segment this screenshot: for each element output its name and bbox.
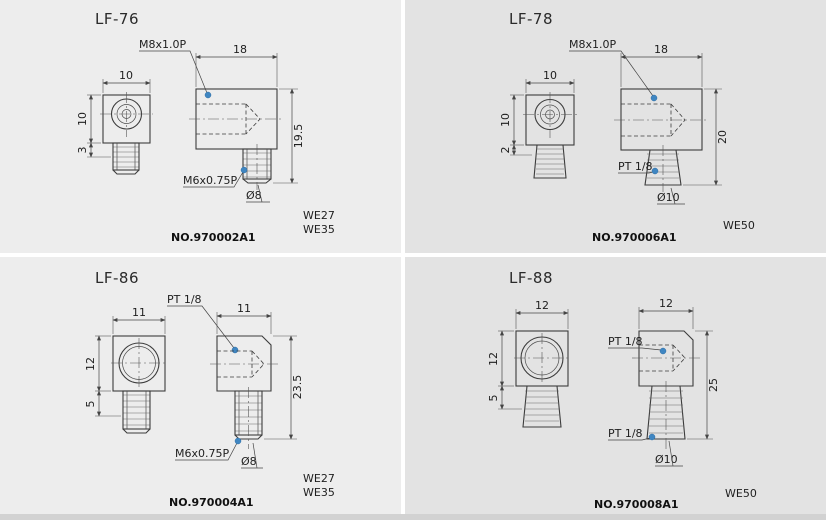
bottom-bar bbox=[0, 514, 826, 520]
wrench-size-label: WE27 bbox=[303, 472, 335, 485]
panel-lf-78: LF-78 M8x1.0P bbox=[405, 0, 826, 253]
model-title: LF-86 bbox=[95, 269, 139, 287]
drawing-lf-76: LF-76 M8x1.0P bbox=[76, 10, 335, 244]
leader-dot bbox=[234, 437, 242, 445]
dim-neck-height: 3 bbox=[76, 147, 89, 154]
leader-dot bbox=[204, 91, 212, 99]
thread-callout-bottom: PT 1/8 bbox=[608, 427, 656, 441]
thread-label-top: M8x1.0P bbox=[569, 38, 616, 51]
dim-width-side: 18 bbox=[233, 43, 247, 56]
panel-lf-88: LF-88 bbox=[405, 257, 826, 514]
part-number: NO.970006A1 bbox=[592, 231, 677, 244]
front-view bbox=[523, 92, 577, 179]
part-number: NO.970002A1 bbox=[171, 231, 256, 244]
wrench-size-label: WE27 bbox=[303, 209, 335, 222]
thread-label-bottom: PT 1/8 bbox=[618, 160, 653, 173]
thread-callout-top: M8x1.0P bbox=[569, 38, 658, 102]
thread-label-top: M8x1.0P bbox=[139, 38, 186, 51]
panel-lf-76: LF-76 M8x1.0P bbox=[0, 0, 401, 253]
diameter-callout: Ø10 bbox=[657, 187, 685, 205]
diameter-label: Ø10 bbox=[655, 453, 678, 466]
dim-width-front: 11 bbox=[132, 306, 146, 319]
dim-width-front: 10 bbox=[543, 69, 557, 82]
leader-dot bbox=[659, 347, 667, 355]
leader-dot bbox=[240, 166, 248, 174]
dim-body-height: 10 bbox=[499, 113, 512, 127]
dimensions: 12 12 5 12 25 bbox=[487, 297, 720, 440]
wrench-size-label: WE35 bbox=[303, 486, 335, 499]
thread-label-bottom: M6x0.75P bbox=[175, 447, 229, 460]
front-view bbox=[111, 335, 167, 434]
panel-lf-86: LF-86 PT 1/8 bbox=[0, 257, 401, 514]
diameter-callout: Ø8 bbox=[246, 184, 270, 203]
dim-overall-height: 25 bbox=[707, 378, 720, 392]
thread-callout-bottom: PT 1/8 bbox=[618, 160, 659, 175]
part-number: NO.970004A1 bbox=[169, 496, 254, 509]
dimensions: 10 10 3 18 19.5 bbox=[76, 43, 305, 184]
thread-label-top: PT 1/8 bbox=[167, 293, 202, 306]
section-view bbox=[210, 335, 278, 449]
diameter-callout: Ø10 bbox=[655, 440, 683, 467]
thread-callout-top: M8x1.0P bbox=[139, 38, 212, 99]
dim-body-height: 10 bbox=[76, 112, 89, 126]
drawing-lf-86: LF-86 PT 1/8 bbox=[84, 269, 335, 509]
thread-callout-bottom: M6x0.75P bbox=[183, 166, 248, 188]
dim-width-side: 12 bbox=[659, 297, 673, 310]
thread-label-bottom: PT 1/8 bbox=[608, 427, 643, 440]
model-title: LF-88 bbox=[509, 269, 553, 287]
leader-dot bbox=[650, 94, 658, 102]
dim-width-front: 12 bbox=[535, 299, 549, 312]
dimensions: 11 12 5 11 23.5 bbox=[84, 302, 304, 440]
front-view bbox=[514, 330, 570, 428]
diameter-callout: Ø8 bbox=[241, 442, 263, 469]
dim-width-side: 11 bbox=[237, 302, 251, 315]
leader-dot bbox=[231, 346, 239, 354]
front-view bbox=[100, 92, 153, 175]
model-title: LF-76 bbox=[95, 10, 139, 28]
dim-body-height: 12 bbox=[84, 357, 97, 371]
drawing-lf-88: LF-88 bbox=[487, 269, 757, 511]
section-view bbox=[614, 88, 709, 192]
dim-neck-height: 2 bbox=[499, 147, 512, 154]
dimensions: 10 10 2 18 20 bbox=[499, 43, 729, 186]
wrench-size-label: WE35 bbox=[303, 223, 335, 236]
diameter-label: Ø8 bbox=[241, 455, 257, 468]
dim-width-side: 18 bbox=[654, 43, 668, 56]
thread-callout-top: PT 1/8 bbox=[167, 293, 239, 354]
section-view bbox=[189, 88, 284, 190]
drawing-lf-78: LF-78 M8x1.0P bbox=[499, 10, 755, 244]
dim-neck-height: 5 bbox=[487, 395, 500, 402]
thread-label-bottom: M6x0.75P bbox=[183, 174, 237, 187]
dim-overall-height: 19.5 bbox=[292, 124, 305, 149]
leader-dot bbox=[651, 167, 659, 175]
wrench-size-label: WE50 bbox=[723, 219, 755, 232]
part-number: NO.970008A1 bbox=[594, 498, 679, 511]
dim-overall-height: 23.5 bbox=[291, 375, 304, 400]
diameter-label: Ø10 bbox=[657, 191, 680, 204]
thread-callout-bottom: M6x0.75P bbox=[175, 437, 242, 461]
dim-overall-height: 20 bbox=[716, 130, 729, 144]
thread-label-top: PT 1/8 bbox=[608, 335, 643, 348]
dim-body-height: 12 bbox=[487, 352, 500, 366]
leader-dot bbox=[648, 433, 656, 441]
diameter-label: Ø8 bbox=[246, 189, 262, 202]
thread-callout-top: PT 1/8 bbox=[608, 335, 667, 355]
model-title: LF-78 bbox=[509, 10, 553, 28]
dim-width-front: 10 bbox=[119, 69, 133, 82]
section-view bbox=[632, 330, 700, 449]
dim-neck-height: 5 bbox=[84, 401, 97, 408]
wrench-size-label: WE50 bbox=[725, 487, 757, 500]
